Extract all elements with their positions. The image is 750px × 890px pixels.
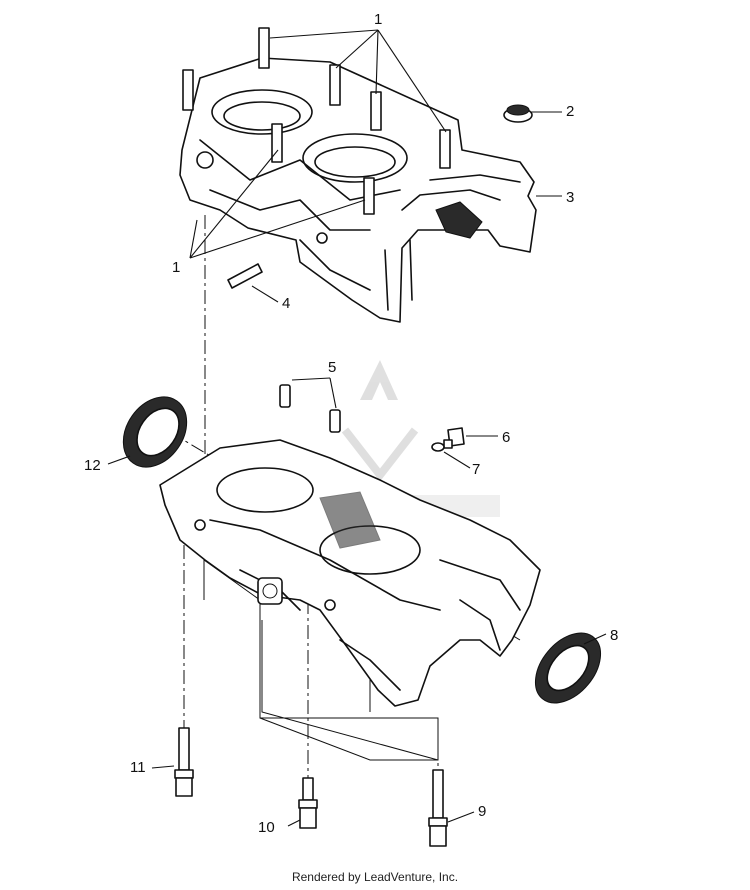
seal-left — [122, 396, 188, 468]
upper-crankcase-half — [179, 57, 537, 323]
callout-3: 3 — [566, 189, 574, 206]
callout-8: 8 — [610, 627, 618, 644]
callout-6: 6 — [502, 429, 510, 446]
callout-10: 10 — [258, 819, 275, 836]
callout-9: 9 — [478, 803, 486, 820]
grommet — [503, 104, 533, 123]
bolt-9 — [428, 769, 448, 847]
callout-4: 4 — [282, 295, 290, 312]
dowel-pins-lower — [279, 384, 341, 433]
footer-credit: Rendered by LeadVenture, Inc. — [291, 870, 459, 884]
seal-right — [534, 632, 602, 704]
callout-12: 12 — [84, 457, 101, 474]
callout-5: 5 — [328, 359, 336, 376]
lower-crankcase-half — [159, 439, 541, 707]
bolt-11 — [174, 727, 194, 797]
callout-1-top: 1 — [374, 11, 382, 28]
bolt-10 — [298, 777, 318, 829]
callout-labels: 1 1 2 3 4 5 6 7 8 9 10 11 12 — [84, 11, 618, 836]
leader-lines — [107, 29, 607, 827]
callout-1-lower: 1 — [172, 259, 180, 276]
callout-11: 11 — [130, 759, 146, 776]
dowel-pin-upper — [227, 263, 263, 289]
screw-and-washer — [431, 427, 465, 452]
callout-7: 7 — [472, 461, 480, 478]
callout-2: 2 — [566, 103, 574, 120]
